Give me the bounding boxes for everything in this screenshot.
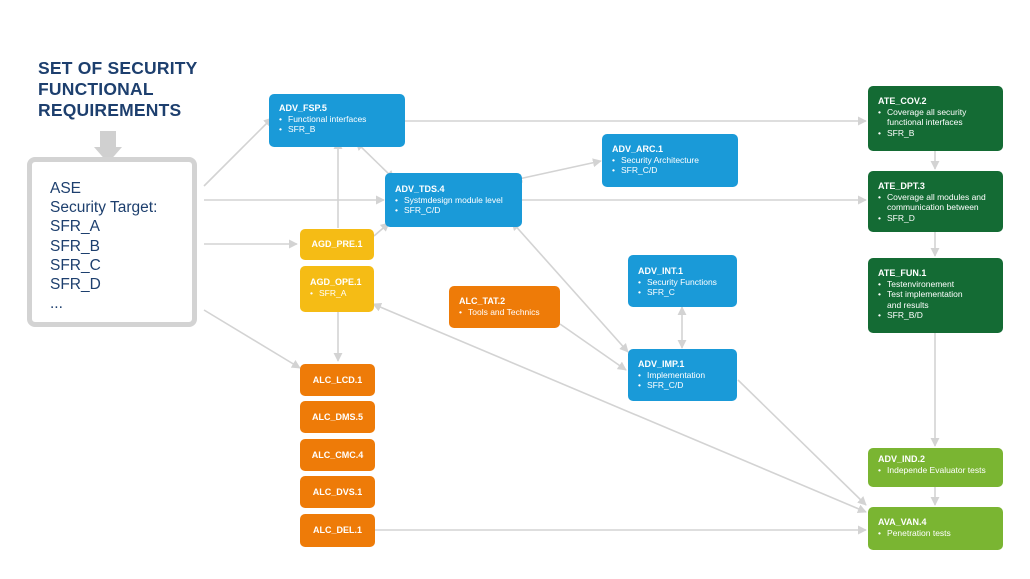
node-adv-arc: ADV_ARC.1 •Security Architecture •SFR_C/…: [602, 134, 738, 187]
node-item: SFR_B/D: [887, 310, 923, 320]
node-agd-ope: AGD_OPE.1 •SFR_A: [300, 266, 374, 312]
title-line: REQUIREMENTS: [38, 100, 182, 120]
node-title: ATE_FUN.1: [878, 268, 927, 278]
node-ate-dpt: ATE_DPT.3 •Coverage all modules and comm…: [868, 171, 1003, 232]
node-adv-int: ADV_INT.1 •Security Functions •SFR_C: [628, 255, 737, 307]
ase-line: SFR_B: [50, 237, 100, 255]
node-item: Coverage all security: [887, 106, 967, 117]
ase-line: Security Target:: [50, 199, 158, 217]
node-item: Security Functions: [647, 276, 717, 287]
node-title: ALC_DVS.1: [312, 486, 363, 497]
title-line: FUNCTIONAL: [38, 79, 154, 99]
node-item: SFR_C: [647, 287, 675, 297]
node-alc-lcd: ALC_LCD.1: [300, 364, 375, 396]
node-item: communication between: [887, 202, 979, 212]
node-alc-dvs: ALC_DVS.1: [300, 476, 375, 508]
node-item: Coverage all modules and: [887, 191, 986, 202]
node-title: ATE_DPT.3: [878, 181, 925, 191]
node-item: and results: [887, 299, 929, 310]
node-alc-dms: ALC_DMS.5: [300, 401, 375, 433]
node-item: Test implementation: [887, 289, 963, 299]
node-title: ADV_INT.1: [638, 266, 684, 276]
ase-line: SFR_A: [50, 218, 100, 236]
node-adv-ind: ADV_IND.2 •Independe Evaluator tests: [868, 448, 1003, 487]
node-item: Functional interfaces: [288, 113, 367, 124]
node-title: AVA_VAN.4: [878, 517, 927, 527]
node-title: ALC_CMC.4: [311, 449, 364, 460]
node-adv-imp: ADV_IMP.1 •Implementation •SFR_C/D: [628, 349, 737, 401]
node-title: ALC_LCD.1: [312, 374, 363, 385]
node-adv-fsp: ADV_FSP.5 •Functional interfaces •SFR_B: [269, 94, 405, 147]
node-title: AGD_OPE.1: [310, 277, 362, 287]
ase-line: ASE: [50, 180, 82, 197]
node-title: ALC_TAT.2: [459, 296, 506, 306]
node-item: Security Architecture: [621, 154, 699, 165]
node-ate-cov: ATE_COV.2 •Coverage all security functio…: [868, 86, 1003, 151]
node-ava-van: AVA_VAN.4 •Penetration tests: [868, 507, 1003, 550]
node-title: ADV_IMP.1: [638, 359, 685, 369]
node-item: SFR_C/D: [621, 165, 658, 175]
node-ate-fun: ATE_FUN.1 •Testenvironement •Test implem…: [868, 258, 1003, 333]
ase-line: SFR_C: [50, 256, 101, 274]
node-item: functional interfaces: [887, 117, 963, 127]
node-item: SFR_D: [887, 212, 915, 223]
edge-alc-tat-to-adv-imp: [559, 323, 627, 371]
node-title: ADV_FSP.5: [279, 103, 327, 113]
node-title: ALC_DMS.5: [311, 411, 363, 422]
node-item: SFR_C/D: [404, 205, 441, 215]
node-alc-tat: ALC_TAT.2 •Tools and Technics: [449, 286, 560, 328]
edge-adv-tds-adv-arc: [513, 158, 602, 183]
node-adv-tds: ADV_TDS.4 •Systmdesign module level •SFR…: [385, 173, 522, 227]
node-item: Tools and Technics: [468, 306, 540, 317]
node-agd-pre: AGD_PRE.1: [300, 229, 374, 260]
edge-ava-van-agd-ope: [372, 303, 867, 513]
node-title: AGD_PRE.1: [311, 239, 363, 250]
ase-security-target-box: ASE Security Target: SFR_A SFR_B SFR_C S…: [27, 157, 197, 327]
edge-ase-to-alc-lcd: [203, 309, 301, 369]
node-title: ALC_DEL.1: [312, 525, 362, 536]
node-item: Testenvironement: [887, 278, 955, 289]
ase-line: SFR_D: [50, 276, 101, 294]
node-alc-del: ALC_DEL.1: [300, 514, 375, 547]
edge-adv-fsp-adv-tds: [355, 141, 395, 180]
node-title: ADV_IND.2: [878, 454, 926, 464]
node-alc-cmc: ALC_CMC.4: [300, 439, 375, 471]
node-item: Systmdesign module level: [404, 194, 503, 205]
edge-adv-imp-to-ava-van: [737, 379, 867, 506]
node-item: SFR_A: [319, 287, 347, 298]
node-item: SFR_B: [887, 127, 915, 138]
node-title: ADV_ARC.1: [612, 144, 664, 154]
ase-line: ...: [50, 295, 63, 313]
diagram-title: SET OF SECURITY FUNCTIONAL REQUIREMENTS: [38, 58, 238, 121]
node-item: Independe Evaluator tests: [887, 464, 986, 475]
node-title: ATE_COV.2: [878, 96, 927, 106]
node-item: SFR_C/D: [647, 380, 684, 390]
node-item: SFR_B: [288, 124, 316, 134]
node-item: Penetration tests: [887, 527, 951, 538]
edge-ase-to-adv-fsp: [203, 117, 273, 187]
title-line: SET OF SECURITY: [38, 58, 198, 78]
node-title: ADV_TDS.4: [395, 184, 445, 194]
node-item: Implementation: [647, 369, 706, 380]
